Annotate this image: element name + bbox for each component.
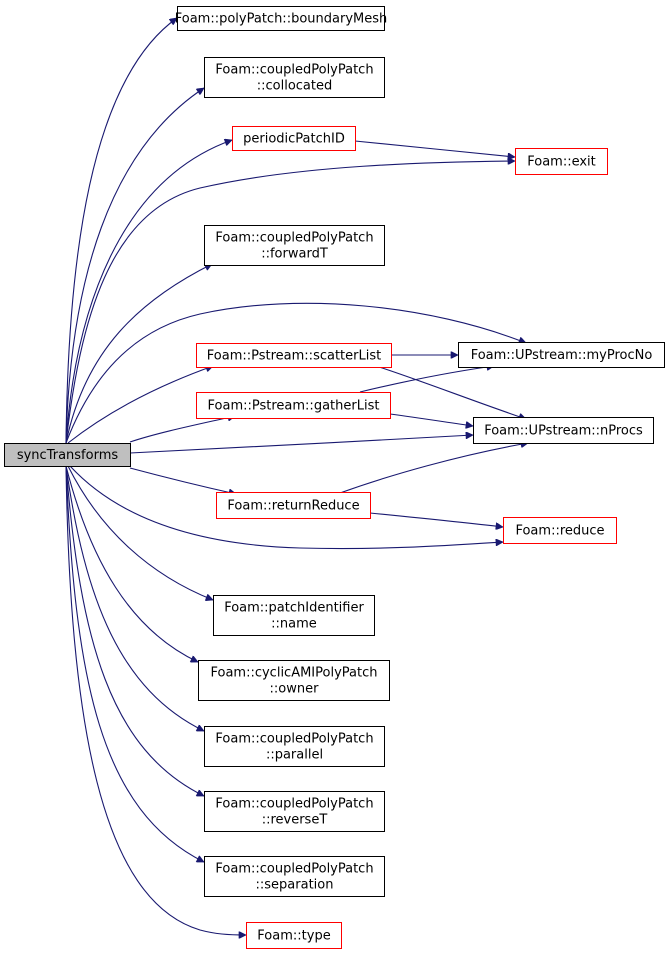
edge-periodicPatchID-to-exit — [354, 140, 515, 157]
node-box-boundaryMesh[interactable] — [177, 6, 385, 31]
edge-root-to-boundaryMesh — [65, 18, 177, 444]
node-box-scatterList[interactable] — [196, 343, 392, 368]
edge-root-to-myProcNo — [65, 302, 526, 444]
node-myProcNo[interactable]: Foam::UPstream::myProcNo — [458, 342, 665, 368]
edge-root-to-forwardT — [65, 263, 212, 444]
node-box-name[interactable] — [213, 595, 375, 636]
node-exit[interactable]: Foam::exit — [515, 148, 608, 175]
edge-root-to-gatherList — [129, 416, 235, 443]
node-label-exit-0: Foam::exit — [527, 155, 596, 170]
node-label-owner-1: ::owner — [270, 682, 320, 697]
node-box-exit[interactable] — [515, 148, 608, 175]
node-label-forwardT-0: Foam::coupledPolyPatch — [215, 231, 373, 246]
node-owner[interactable]: Foam::cyclicAMIPolyPatch::owner — [198, 660, 390, 701]
node-periodicPatchID[interactable]: periodicPatchID — [232, 126, 356, 151]
node-box-type[interactable] — [246, 922, 342, 949]
node-collocated[interactable]: Foam::coupledPolyPatch::collocated — [204, 57, 385, 98]
node-reverseT[interactable]: Foam::coupledPolyPatch::reverseT — [204, 791, 385, 832]
node-name[interactable]: Foam::patchIdentifier::name — [213, 595, 375, 636]
edge-root-to-collocated — [65, 87, 204, 444]
edge-root-to-scatterList — [67, 366, 213, 444]
edge-root-to-parallel — [65, 465, 204, 732]
node-box-gatherList[interactable] — [196, 392, 391, 419]
node-box-root[interactable] — [4, 443, 131, 467]
node-label-collocated-1: ::collocated — [257, 79, 333, 94]
node-label-reverseT-1: ::reverseT — [262, 813, 328, 828]
node-label-name-1: ::name — [271, 617, 317, 632]
nodes: syncTransforms Foam::polyPatch::boundaryM… — [4, 6, 665, 949]
node-root[interactable]: syncTransforms — [4, 443, 131, 467]
node-label-periodicPatchID-0: periodicPatchID — [243, 132, 345, 147]
edge-root-to-nProcs — [129, 435, 473, 454]
edge-root-to-exit — [65, 161, 515, 444]
node-label-parallel-1: ::parallel — [266, 748, 323, 763]
node-label-reverseT-0: Foam::coupledPolyPatch — [215, 797, 373, 812]
node-gatherList[interactable]: Foam::Pstream::gatherList — [196, 392, 391, 419]
node-label-returnReduce-0: Foam::returnReduce — [227, 499, 359, 514]
node-box-collocated[interactable] — [204, 57, 385, 98]
node-label-gatherList-0: Foam::Pstream::gatherList — [208, 399, 380, 414]
node-label-parallel-0: Foam::coupledPolyPatch — [215, 732, 373, 747]
edge-root-to-reverseT — [65, 465, 204, 797]
node-box-parallel[interactable] — [204, 726, 385, 767]
node-label-type-0: Foam::type — [257, 929, 330, 944]
node-label-scatterList-0: Foam::Pstream::scatterList — [207, 349, 381, 364]
node-box-reverseT[interactable] — [204, 791, 385, 832]
node-scatterList[interactable]: Foam::Pstream::scatterList — [196, 343, 392, 368]
edge-scatterList-to-nProcs — [369, 363, 526, 419]
node-label-root-0: syncTransforms — [17, 448, 119, 463]
node-label-forwardT-1: ::forwardT — [261, 247, 328, 262]
node-label-reduce-0: Foam::reduce — [515, 524, 604, 539]
node-label-collocated-0: Foam::coupledPolyPatch — [215, 63, 373, 78]
edge-gatherList-to-myProcNo — [359, 366, 494, 393]
node-returnReduce[interactable]: Foam::returnReduce — [216, 492, 371, 519]
node-forwardT[interactable]: Foam::coupledPolyPatch::forwardT — [204, 225, 385, 266]
node-box-owner[interactable] — [198, 660, 390, 701]
edge-root-to-type — [65, 465, 246, 935]
edges — [65, 18, 528, 935]
node-box-returnReduce[interactable] — [216, 492, 371, 519]
node-label-owner-0: Foam::cyclicAMIPolyPatch — [210, 666, 377, 681]
node-label-myProcNo-0: Foam::UPstream::myProcNo — [471, 348, 653, 363]
node-box-myProcNo[interactable] — [458, 342, 665, 368]
node-label-separation-0: Foam::coupledPolyPatch — [215, 862, 373, 877]
node-box-nProcs[interactable] — [473, 417, 654, 444]
node-label-separation-1: ::separation — [256, 878, 334, 893]
node-label-boundaryMesh-0: Foam::polyPatch::boundaryMesh — [175, 12, 388, 27]
edge-returnReduce-to-nProcs — [339, 443, 528, 494]
edge-root-to-periodicPatchID — [65, 140, 232, 444]
node-nProcs[interactable]: Foam::UPstream::nProcs — [473, 417, 654, 444]
node-box-separation[interactable] — [204, 856, 385, 897]
node-label-nProcs-0: Foam::UPstream::nProcs — [484, 424, 643, 439]
edge-returnReduce-to-reduce — [369, 512, 503, 527]
node-type[interactable]: Foam::type — [246, 922, 342, 949]
node-parallel[interactable]: Foam::coupledPolyPatch::parallel — [204, 726, 385, 767]
edge-root-to-reduce — [69, 465, 503, 550]
node-separation[interactable]: Foam::coupledPolyPatch::separation — [204, 856, 385, 897]
node-box-periodicPatchID[interactable] — [232, 126, 356, 151]
node-box-reduce[interactable] — [503, 517, 617, 544]
edge-gatherList-to-nProcs — [389, 413, 473, 426]
node-boundaryMesh[interactable]: Foam::polyPatch::boundaryMesh — [175, 6, 388, 31]
edge-root-to-owner — [65, 465, 198, 662]
edge-root-to-returnReduce — [129, 467, 236, 494]
node-box-forwardT[interactable] — [204, 225, 385, 266]
edge-root-to-name — [67, 465, 213, 600]
node-reduce[interactable]: Foam::reduce — [503, 517, 617, 544]
node-label-name-0: Foam::patchIdentifier — [224, 601, 364, 616]
edge-root-to-separation — [65, 465, 204, 863]
